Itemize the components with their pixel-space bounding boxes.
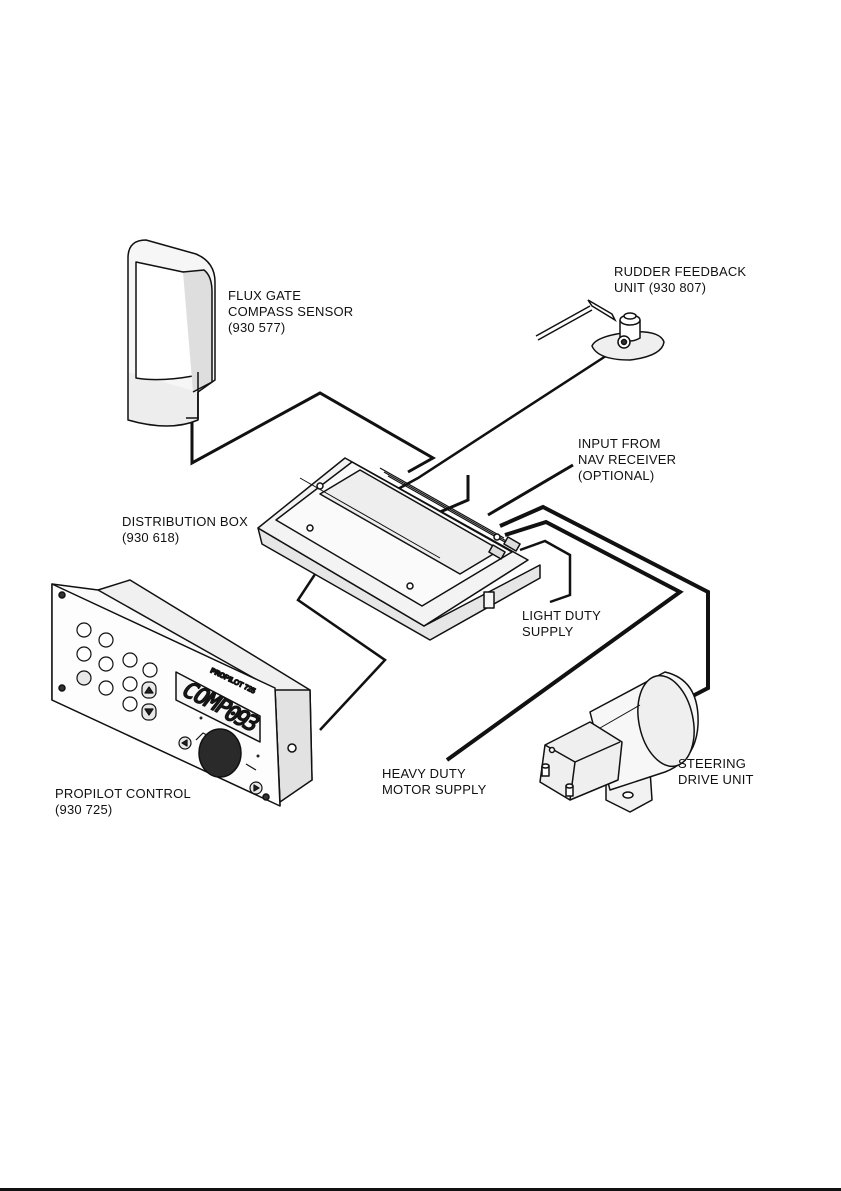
rudder-feedback-label: RUDDER FEEDBACK UNIT (930 807) — [614, 264, 746, 296]
light-duty-label: LIGHT DUTY SUPPLY — [522, 608, 601, 640]
nav-input-label-line-3: (OPTIONAL) — [578, 468, 676, 484]
flux-gate-label-line-2: COMPASS SENSOR — [228, 304, 353, 320]
steering-drive-unit — [540, 670, 702, 812]
distribution-box — [258, 458, 540, 640]
light-duty-label-line-2: SUPPLY — [522, 624, 601, 640]
keypad-button[interactable] — [77, 623, 91, 637]
keypad-button[interactable] — [77, 647, 91, 661]
heavy-duty-label: HEAVY DUTY MOTOR SUPPLY — [382, 766, 487, 798]
nav-input-label-line-2: NAV RECEIVER — [578, 452, 676, 468]
nav-input-cable — [488, 465, 573, 515]
keypad-button[interactable] — [77, 671, 91, 685]
nav-input-label: INPUT FROM NAV RECEIVER (OPTIONAL) — [578, 436, 676, 484]
light-duty-label-line-1: LIGHT DUTY — [522, 608, 601, 624]
heavy-duty-label-line-1: HEAVY DUTY — [382, 766, 487, 782]
flux-gate-cable — [192, 393, 433, 472]
nav-input-label-line-1: INPUT FROM — [578, 436, 676, 452]
keypad-button[interactable] — [99, 681, 113, 695]
heavy-duty-label-line-2: MOTOR SUPPLY — [382, 782, 487, 798]
keypad-button[interactable] — [99, 657, 113, 671]
keypad-button[interactable] — [99, 633, 113, 647]
rudder-feedback-label-line-2: UNIT (930 807) — [614, 280, 746, 296]
steering-drive-label-line-1: STEERING — [678, 756, 754, 772]
distribution-box-label: DISTRIBUTION BOX (930 618) — [122, 514, 248, 546]
keypad-button[interactable] — [123, 677, 137, 691]
steering-drive-label-line-2: DRIVE UNIT — [678, 772, 754, 788]
propilot-control-label: PROPILOT CONTROL (930 725) — [55, 786, 191, 818]
keypad-button[interactable] — [123, 697, 137, 711]
distribution-box-label-line-2: (930 618) — [122, 530, 248, 546]
propilot-control-label-line-1: PROPILOT CONTROL — [55, 786, 191, 802]
keypad-button[interactable] — [123, 653, 137, 667]
propilot-control-panel: COMP 093 PROPILOT 725 — [52, 580, 312, 806]
flux-gate-label: FLUX GATE COMPASS SENSOR (930 577) — [228, 288, 353, 336]
steering-drive-label: STEERING DRIVE UNIT — [678, 756, 754, 788]
keypad-button[interactable] — [143, 663, 157, 677]
propilot-control-label-line-2: (930 725) — [55, 802, 191, 818]
rudder-feedback-label-line-1: RUDDER FEEDBACK — [614, 264, 746, 280]
steering-drive-cable — [500, 507, 708, 700]
flux-gate-label-line-3: (930 577) — [228, 320, 353, 336]
rudder-feedback-unit — [536, 300, 664, 360]
distribution-box-label-line-1: DISTRIBUTION BOX — [122, 514, 248, 530]
flux-gate-compass-sensor — [128, 240, 215, 426]
flux-gate-label-line-1: FLUX GATE — [228, 288, 353, 304]
